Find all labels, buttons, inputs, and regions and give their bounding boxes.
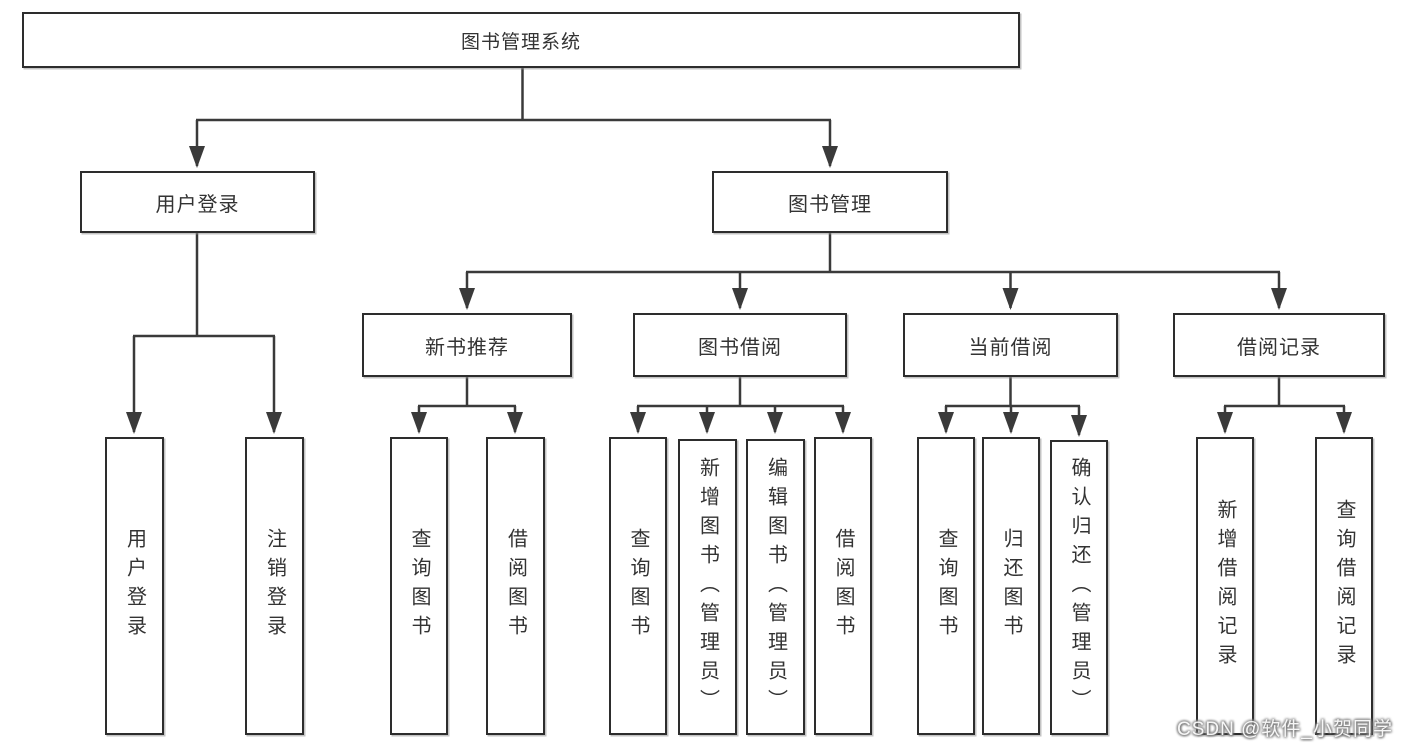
node-label: 查询借阅记录 bbox=[1333, 499, 1355, 673]
leaf-add-books-admin: 新增图书（管理员） bbox=[678, 439, 737, 735]
node-user-login: 用户登录 bbox=[80, 171, 315, 233]
leaf-add-borrow-record: 新增借阅记录 bbox=[1196, 437, 1254, 735]
node-label: 归还图书 bbox=[1000, 528, 1022, 644]
node-current-borrowing: 当前借阅 bbox=[903, 313, 1118, 377]
node-new-book-recommend: 新书推荐 bbox=[362, 313, 572, 377]
leaf-return-books: 归还图书 bbox=[982, 437, 1040, 735]
node-label: 用户登录 bbox=[155, 193, 240, 216]
node-label: 新增借阅记录 bbox=[1214, 499, 1236, 673]
node-label: 图书管理系统 bbox=[460, 31, 581, 53]
leaf-query-books-current: 查询图书 bbox=[917, 437, 975, 735]
node-label: 图书管理 bbox=[788, 193, 872, 216]
node-label: 用户登录 bbox=[123, 528, 146, 644]
node-label: 借阅记录 bbox=[1237, 336, 1321, 359]
leaf-logout-login: 注销登录 bbox=[245, 437, 304, 735]
node-label: 图书借阅 bbox=[698, 336, 782, 359]
node-label: 借阅图书 bbox=[504, 528, 527, 644]
node-label: 编辑图书（管理员） bbox=[764, 456, 787, 718]
node-book-management: 图书管理 bbox=[712, 171, 948, 233]
node-book-borrowing: 图书借阅 bbox=[633, 313, 847, 377]
node-label: 确认归还（管理员） bbox=[1068, 457, 1090, 718]
node-label: 当前借阅 bbox=[968, 336, 1053, 359]
leaf-borrow-books-borrowing: 借阅图书 bbox=[814, 437, 872, 735]
csdn-watermark: CSDN @软件_小贺同学 bbox=[1177, 719, 1393, 740]
node-label: 新书推荐 bbox=[425, 336, 509, 359]
leaf-query-books-borrowing: 查询图书 bbox=[609, 437, 667, 735]
node-label: 借阅图书 bbox=[832, 528, 854, 644]
leaf-confirm-return-admin: 确认归还（管理员） bbox=[1050, 440, 1108, 735]
node-library-management-system: 图书管理系统 bbox=[22, 12, 1020, 68]
node-label: 查询图书 bbox=[935, 528, 957, 644]
node-label: 查询图书 bbox=[408, 528, 430, 644]
leaf-edit-books-admin: 编辑图书（管理员） bbox=[746, 439, 805, 735]
node-label: 查询图书 bbox=[627, 528, 649, 644]
leaf-query-books-recommend: 查询图书 bbox=[390, 437, 448, 735]
node-label: 注销登录 bbox=[263, 528, 286, 644]
leaf-query-borrow-record: 查询借阅记录 bbox=[1315, 437, 1373, 735]
leaf-borrow-books-recommend: 借阅图书 bbox=[486, 437, 545, 735]
node-label: 新增图书（管理员） bbox=[696, 456, 719, 718]
leaf-user-login: 用户登录 bbox=[105, 437, 164, 735]
node-borrowing-records: 借阅记录 bbox=[1173, 313, 1385, 377]
